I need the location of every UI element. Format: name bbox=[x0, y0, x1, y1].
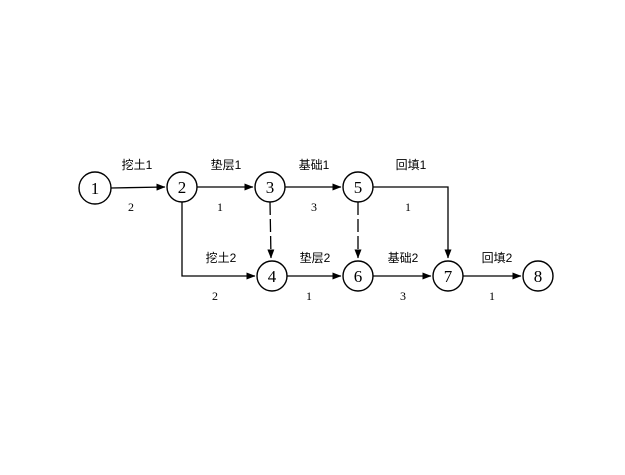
edge-3-to-5-name: 基础1 bbox=[299, 158, 330, 172]
node-5[interactable]: 5 bbox=[342, 171, 374, 203]
node-4-label: 4 bbox=[268, 267, 277, 286]
node-1[interactable]: 1 bbox=[78, 171, 112, 205]
edge-5-to-7-line bbox=[373, 186, 452, 259]
node-8-label: 8 bbox=[534, 267, 543, 286]
edge-5-to-7-duration: 1 bbox=[405, 200, 411, 214]
node-6-circle[interactable] bbox=[342, 260, 374, 292]
node-2-label: 2 bbox=[178, 178, 187, 197]
edge-7-to-8-name: 回填2 bbox=[482, 251, 513, 265]
edge-2-to-4-line bbox=[181, 202, 256, 280]
edge-5-to-7-name: 回填1 bbox=[396, 158, 427, 172]
node-8[interactable]: 8 bbox=[522, 260, 554, 292]
node-1-circle[interactable] bbox=[78, 171, 112, 205]
node-8-circle[interactable] bbox=[522, 260, 554, 292]
edge-6-to-7-duration: 3 bbox=[400, 289, 406, 303]
edge-2-to-3-duration: 1 bbox=[217, 200, 223, 214]
edge-4-to-6-duration: 1 bbox=[306, 289, 312, 303]
node-4-circle[interactable] bbox=[256, 260, 288, 292]
node-3-circle[interactable] bbox=[254, 171, 286, 203]
node-3-label: 3 bbox=[266, 178, 275, 197]
edge-1-to-2-name: 挖土1 bbox=[122, 157, 153, 172]
edge-2-to-3-name: 垫层1 bbox=[211, 157, 242, 172]
edge-6-to-7-name: 基础2 bbox=[388, 251, 419, 265]
node-4[interactable]: 4 bbox=[256, 260, 288, 292]
node-7[interactable]: 7 bbox=[432, 260, 464, 292]
node-6-label: 6 bbox=[354, 267, 363, 286]
edge-3-to-4-dummy-line bbox=[267, 201, 275, 259]
node-7-circle[interactable] bbox=[432, 260, 464, 292]
edge-7-to-8-duration: 1 bbox=[489, 289, 495, 303]
node-5-label: 5 bbox=[354, 178, 363, 197]
edge-2-to-4-duration: 2 bbox=[212, 289, 218, 303]
node-2[interactable]: 2 bbox=[166, 171, 198, 203]
node-7-label: 7 bbox=[444, 267, 453, 286]
edge-3-to-5-duration: 3 bbox=[311, 200, 317, 214]
edge-1-to-2-line bbox=[110, 183, 166, 191]
node-3[interactable]: 3 bbox=[254, 171, 286, 203]
node-1-label: 1 bbox=[91, 179, 100, 198]
node-5-circle[interactable] bbox=[342, 171, 374, 203]
node-2-circle[interactable] bbox=[166, 171, 198, 203]
edge-1-to-2-duration: 2 bbox=[128, 200, 134, 214]
node-6[interactable]: 6 bbox=[342, 260, 374, 292]
edge-2-to-4-name: 挖土2 bbox=[206, 250, 237, 265]
edge-4-to-6-name: 垫层2 bbox=[300, 250, 331, 265]
